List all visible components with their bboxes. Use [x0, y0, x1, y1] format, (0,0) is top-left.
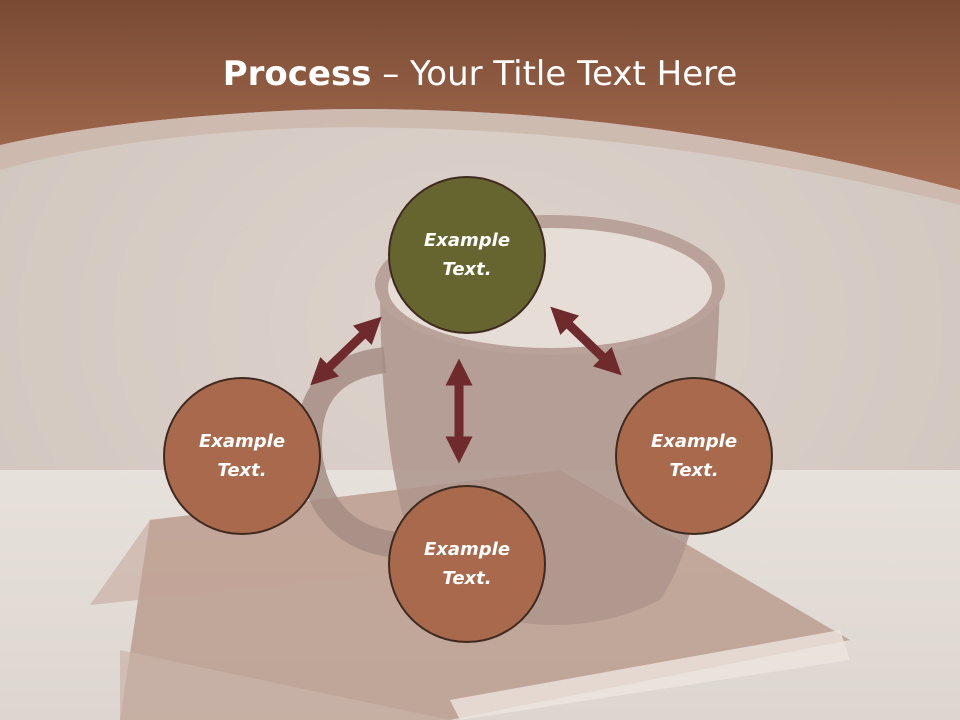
- node-left-line2: Text.: [217, 460, 267, 481]
- node-top-line1: Example: [423, 230, 511, 251]
- title-rest: – Your Title Text Here: [371, 54, 738, 94]
- slide-title: Process – Your Title Text Here: [0, 52, 960, 96]
- node-bottom-line1: Example: [423, 539, 511, 560]
- process-node-bottom: Example Text.: [388, 485, 546, 643]
- node-right-line1: Example: [650, 431, 738, 452]
- process-node-left: Example Text.: [163, 377, 321, 535]
- process-node-top: Example Text.: [388, 176, 546, 334]
- node-right-line2: Text.: [669, 460, 719, 481]
- node-bottom-line2: Text.: [442, 568, 492, 589]
- title-bold: Process: [222, 54, 372, 94]
- process-node-right: Example Text.: [615, 377, 773, 535]
- node-left-line1: Example: [198, 431, 286, 452]
- node-top-line2: Text.: [442, 259, 492, 280]
